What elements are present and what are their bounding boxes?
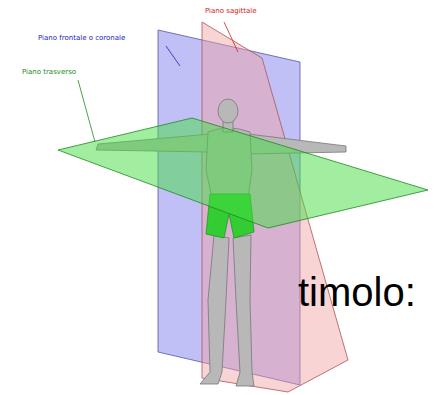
leader-line <box>224 22 238 52</box>
transverse-plane <box>58 118 428 228</box>
slide-text: timolo: <box>298 270 416 314</box>
leader-line <box>166 46 180 66</box>
plane-label: Piano frontale o coronale <box>38 35 125 43</box>
plane-label: Piano sagittale <box>205 8 257 16</box>
plane-label: Piano trasverso <box>22 69 76 77</box>
leader-line <box>78 80 95 142</box>
